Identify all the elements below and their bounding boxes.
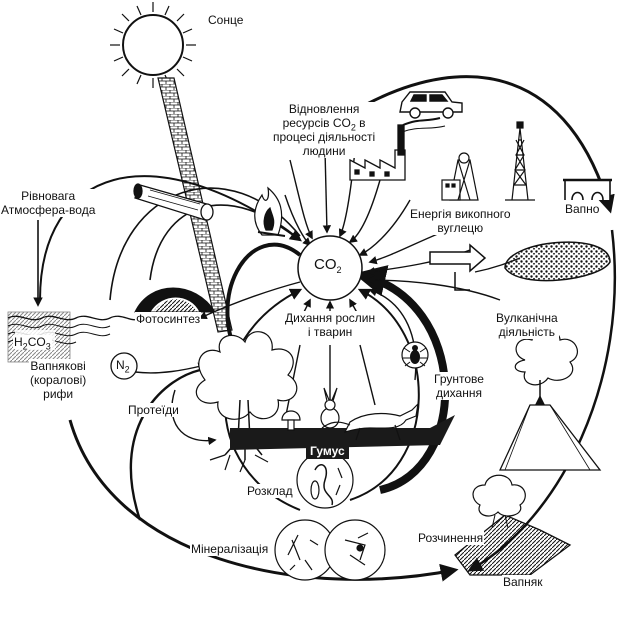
equilibrium-line1: Рівновага (21, 189, 76, 203)
fossil-energy-line1: Енергія викопного (410, 207, 511, 221)
car-icon (399, 91, 463, 119)
photosynthesis-label: Фотосинтез (135, 312, 202, 326)
human-activity-line3: процесі діяльності (273, 130, 376, 144)
oil-derrick-icon (505, 121, 535, 201)
soil-respiration-line2: дихання (435, 386, 482, 400)
mushroom-icon (281, 410, 301, 431)
tree-icon (195, 331, 298, 473)
lime-label: Вапно (564, 202, 601, 216)
factory-icon (349, 117, 446, 181)
limestone-rock-icon (454, 474, 572, 576)
human-activity-co2-sub: 2 (350, 122, 356, 133)
mineralization-label: Мінералізація (190, 542, 270, 556)
soil-band (230, 415, 455, 450)
human-activity-line1: Відновлення (288, 102, 360, 116)
reefs-line2: (коралові) (30, 373, 87, 387)
equilibrium-line2: Атмосфера-вода (1, 203, 96, 217)
co2-node (297, 235, 363, 301)
sun-icon (110, 2, 196, 88)
fire-icon (254, 186, 286, 237)
limestone-label: Вапняк (502, 575, 544, 589)
reefs-label: Вапнякові (коралові) рифи (29, 359, 88, 401)
beetle-icon (401, 341, 429, 369)
n2-label: N2 (115, 358, 131, 375)
respiration-line2: і тварин (307, 325, 353, 339)
n2-main: N (116, 358, 125, 372)
log-icon (133, 183, 214, 221)
n2-node (110, 352, 138, 380)
rabbit-icon (320, 387, 340, 429)
bridge-icon (563, 178, 612, 201)
human-activity-co2-suffix: в (355, 116, 366, 130)
volcanic-line2: діяльність (498, 325, 556, 339)
human-activity-co2: ресурсів CO (282, 116, 351, 130)
human-activity-line4: людини (302, 144, 346, 158)
co2-main: CO (314, 256, 337, 273)
human-activity-line2: ресурсів CO2 в (273, 116, 375, 133)
reefs-line3: рифи (43, 387, 74, 401)
h2co3-co: CO (27, 335, 46, 349)
volcanic-line1: Вулканічна (496, 311, 558, 325)
humus-label: Гумус (306, 443, 349, 459)
fossil-energy-label: Енергія викопного вуглецю (409, 207, 512, 235)
h2co3-h: H (14, 335, 23, 349)
bacteria-icon (274, 451, 386, 581)
h2co3-sub1: 2 (22, 341, 28, 352)
fossil-energy-arrows (429, 243, 487, 291)
dissolution-label: Розчинення (417, 531, 485, 545)
coal-pile-icon (474, 241, 611, 282)
co2-sub: 2 (336, 265, 342, 275)
proteins-label: Протеїди (127, 403, 180, 417)
fossil-energy-line2: вуглецю (437, 221, 484, 235)
equilibrium-label: Рівновага Атмосфера-вода (0, 189, 97, 217)
fox-icon (321, 402, 419, 441)
respiration-line1: Дихання рослин (285, 311, 376, 325)
soil-respiration-line1: Грунтове (434, 372, 484, 386)
h2co3-sub2: 3 (45, 341, 51, 352)
decomposition-label: Розклад (246, 484, 294, 498)
h2co3-label: H2CO3 (13, 335, 52, 352)
co2-label: CO2 (313, 256, 343, 275)
respiration-label: Дихання рослин і тварин (284, 311, 377, 339)
human-activity-label: Відновлення ресурсів CO2 в процесі діяль… (272, 102, 377, 158)
mine-tower-icon (441, 152, 479, 201)
volcanic-label: Вулканічна діяльність (495, 311, 559, 339)
sun-label: Сонце (208, 13, 244, 27)
soil-respiration-label: Грунтове дихання (433, 372, 485, 400)
hill-icon (134, 287, 216, 313)
n2-sub: 2 (124, 364, 130, 375)
reefs-line1: Вапнякові (30, 359, 86, 373)
volcano-icon (498, 329, 602, 471)
